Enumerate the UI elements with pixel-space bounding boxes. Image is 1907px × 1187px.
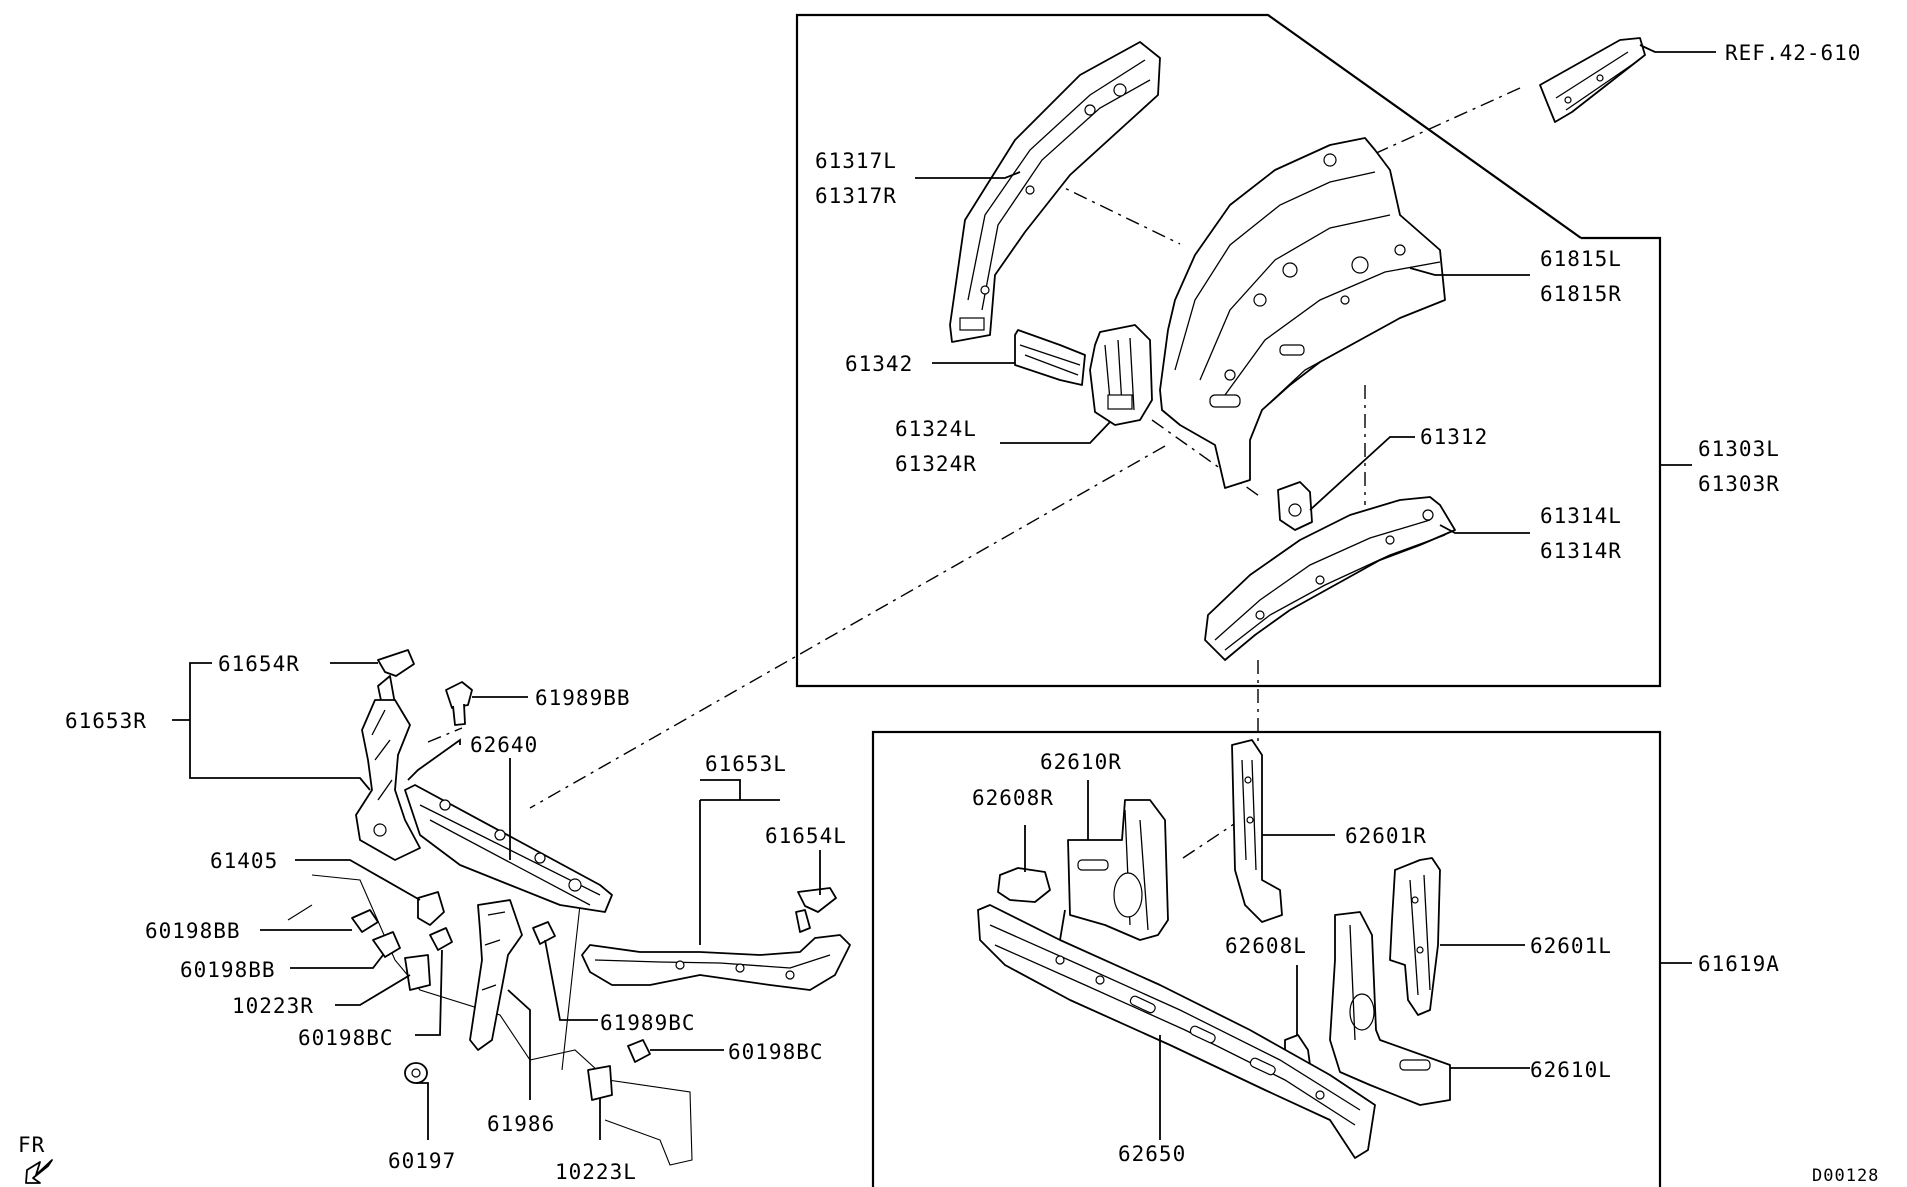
part-61986-brace [469, 899, 523, 1051]
part-61324-bracket [1089, 324, 1153, 426]
part-62610R-panel [1067, 799, 1169, 941]
label-10223R: 10223R [232, 994, 314, 1018]
label-61312: 61312 [1420, 425, 1488, 449]
label-60197: 60197 [388, 1149, 456, 1173]
part-61989BB-bolt [445, 681, 473, 726]
lower-left-shadow-panel [287, 874, 693, 1166]
part-62650-lower-crossmember [977, 904, 1376, 1159]
label-61314R: 61314R [1540, 539, 1622, 563]
drawing-id: D00128 [1812, 1166, 1879, 1186]
label-61815R: 61815R [1540, 282, 1622, 306]
label-60198BC-a: 60198BC [298, 1026, 394, 1050]
part-62601R-upright [1231, 739, 1283, 923]
part-61317-apron-member [949, 41, 1161, 343]
label-fr: FR [18, 1133, 45, 1157]
part-61654L-bracket [795, 887, 837, 933]
part-bolts [351, 909, 651, 1084]
label-61989BC: 61989BC [600, 1011, 696, 1035]
label-61815L: 61815L [1540, 247, 1622, 271]
label-62601L: 62601L [1530, 934, 1612, 958]
part-61653L-crossmember [581, 934, 851, 991]
label-61324R: 61324R [895, 452, 977, 476]
label-62608R: 62608R [972, 786, 1054, 810]
assembly-lines [427, 87, 1521, 859]
label-61654R: 61654R [218, 652, 300, 676]
label-60198BC-b: 60198BC [728, 1040, 824, 1064]
label-60198BB-b: 60198BB [180, 958, 276, 982]
label-ref-42-610: REF.42-610 [1725, 41, 1861, 65]
part-62601L-upright [1389, 857, 1441, 1016]
part-61405-bracket [417, 891, 445, 926]
label-61317L: 61317L [815, 149, 897, 173]
arrow-down-left-icon [25, 1159, 53, 1184]
label-62610R: 62610R [1040, 750, 1122, 774]
part-61653R-upright [355, 699, 421, 861]
label-62601R: 62601R [1345, 824, 1427, 848]
label-62610L: 62610L [1530, 1058, 1612, 1082]
label-61619A: 61619A [1698, 952, 1780, 976]
part-61314-side-member [1204, 496, 1456, 661]
label-61405: 61405 [210, 849, 278, 873]
label-61317R: 61317R [815, 184, 897, 208]
label-60198BB-a: 60198BB [145, 919, 241, 943]
label-61986: 61986 [487, 1112, 555, 1136]
label-61303R: 61303R [1698, 472, 1780, 496]
part-10223R-bracket [404, 954, 431, 991]
label-61342: 61342 [845, 352, 913, 376]
label-61654L: 61654L [765, 824, 847, 848]
label-62650: 62650 [1118, 1142, 1186, 1166]
part-10223L-bracket [587, 1065, 613, 1101]
part-62610L-panel [1329, 911, 1451, 1106]
ref-42-610-part [1539, 37, 1646, 123]
label-62640: 62640 [470, 733, 538, 757]
leader-lines [172, 44, 1716, 1140]
label-61653L: 61653L [705, 752, 787, 776]
part-61342-bracket [1014, 329, 1086, 386]
part-61815-wheelhouse-assembly [1159, 137, 1446, 489]
label-62608L: 62608L [1225, 934, 1307, 958]
label-61303L: 61303L [1698, 437, 1780, 461]
lower-group-box [871, 730, 1692, 1187]
label-61653R: 61653R [65, 709, 147, 733]
label-61314L: 61314L [1540, 504, 1622, 528]
upper-group-box [795, 13, 1692, 688]
part-labels: REF.42-610 61317L 61317R 61815L 61815R 6… [65, 41, 1861, 1184]
label-61989BB: 61989BB [535, 686, 631, 710]
part-61312-bracket [1277, 481, 1313, 531]
label-10223L: 10223L [555, 1160, 637, 1184]
label-61324L: 61324L [895, 417, 977, 441]
part-62608R-bracket [997, 867, 1051, 903]
front-direction-indicator: FR [18, 1133, 53, 1184]
